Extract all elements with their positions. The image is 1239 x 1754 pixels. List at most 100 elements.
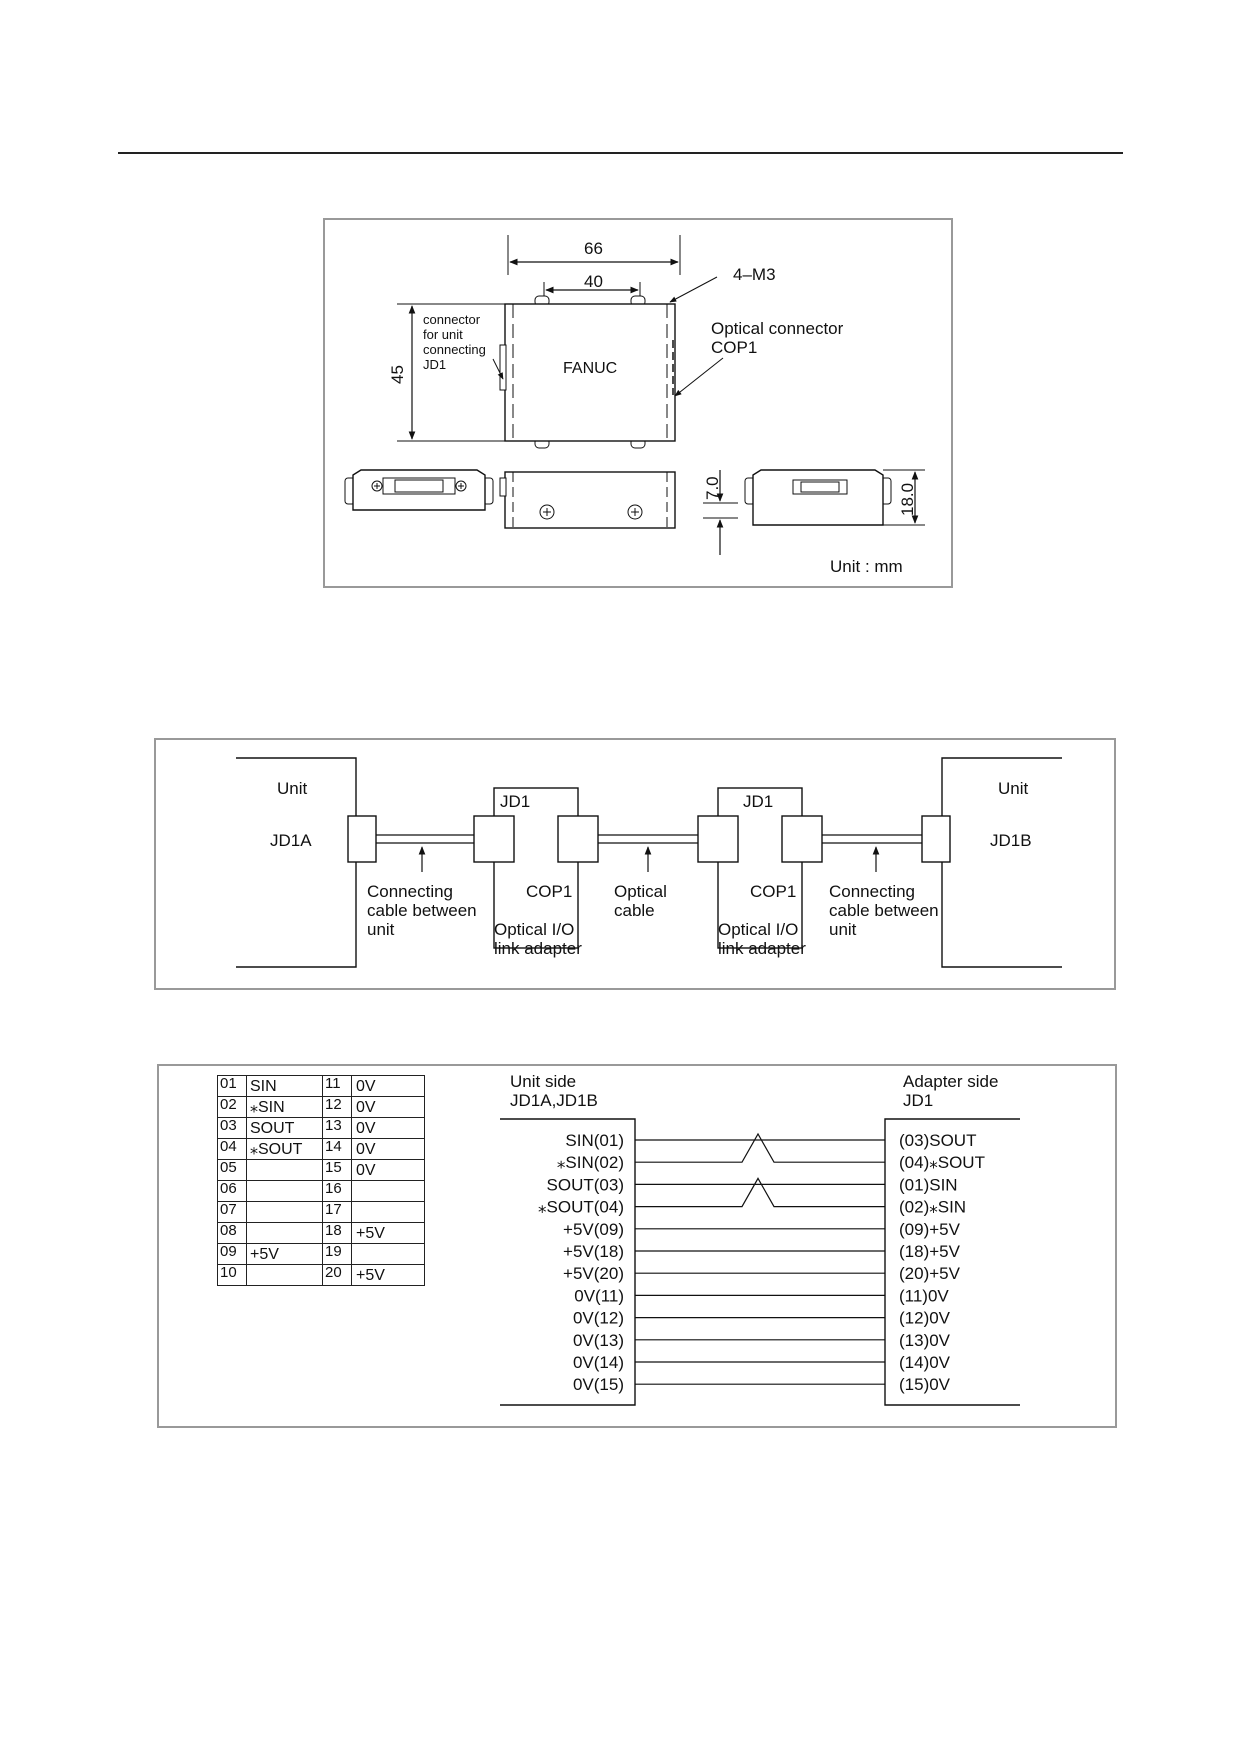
left-adapter-cop1: COP1 — [526, 882, 572, 901]
pin-number-b: 13 — [322, 1117, 352, 1139]
adapter-left-end-view — [344, 469, 494, 511]
left-cable-label-3: unit — [367, 920, 395, 939]
connector-note-line-2: for unit — [423, 327, 463, 342]
optical-connector-label-2: COP1 — [711, 338, 757, 357]
pin-signal-a: ⁎SOUT — [246, 1138, 323, 1160]
optical-connector-label-1: Optical connector — [711, 319, 844, 338]
connector-note-line-3: connecting — [423, 342, 486, 357]
left-unit-label: Unit — [277, 779, 308, 798]
pin-signal-b: 0V — [351, 1075, 425, 1097]
connector-note-line-1: connector — [423, 312, 481, 327]
dim-40-label: 40 — [584, 272, 603, 291]
adapter-right-end-view — [744, 469, 892, 526]
pin-number-b: 11 — [322, 1075, 352, 1097]
pin-number-a: 10 — [217, 1264, 247, 1286]
brand-label: FANUC — [563, 360, 617, 377]
pin-signal-b — [351, 1180, 425, 1202]
pin-signal-b: 0V — [351, 1159, 425, 1181]
pin-signal-a — [246, 1159, 323, 1181]
pin-signal-a: SIN — [246, 1075, 323, 1097]
dim-7-label: 7.0 — [703, 476, 722, 500]
connector-note-line-4: JD1 — [423, 357, 446, 372]
pin-table-row: 07 17 — [217, 1201, 425, 1223]
pin-table-row: 10 20+5V — [217, 1264, 425, 1286]
left-adapter-label-2: link adapter — [494, 939, 582, 958]
optical-cable-label-1: Optical — [614, 882, 667, 901]
right-optical-adapter: JD1 COP1 Optical I/O link adapter — [697, 787, 823, 958]
pin-number-a: 06 — [217, 1180, 247, 1202]
left-connector-label: JD1A — [270, 831, 312, 850]
left-adapter-jd1: JD1 — [500, 792, 530, 811]
pin-signal-b — [351, 1201, 425, 1223]
right-adapter-label-1: Optical I/O — [718, 920, 798, 939]
pin-number-b: 17 — [322, 1201, 352, 1223]
dimension-7: 7.0 — [703, 470, 738, 555]
connection-diagram-svg: Unit JD1A Connecting cable between unit … — [236, 757, 1062, 968]
pin-signal-b: +5V — [351, 1222, 425, 1244]
pin-signal-a — [246, 1180, 323, 1202]
pin-number-a: 03 — [217, 1117, 247, 1139]
pin-number-b: 16 — [322, 1180, 352, 1202]
pin-signal-b: 0V — [351, 1096, 425, 1118]
pin-signal-a: ⁎SIN — [246, 1096, 323, 1118]
right-cable-label-1: Connecting — [829, 882, 915, 901]
adapter-top-view: FANUC — [499, 295, 676, 449]
outline-drawing-svg: 66 40 4–M3 FANUC 4 — [344, 235, 925, 576]
connection-diagram-figure: Unit JD1A Connecting cable between unit … — [154, 738, 1116, 990]
pin-signal-b: 0V — [351, 1138, 425, 1160]
pin-number-b: 19 — [322, 1243, 352, 1265]
pin-signal-a: +5V — [246, 1243, 323, 1265]
pin-number-a: 09 — [217, 1243, 247, 1265]
pin-number-b: 18 — [322, 1222, 352, 1244]
pin-signal-a: SOUT — [246, 1117, 323, 1139]
pin-number-b: 12 — [322, 1096, 352, 1118]
right-cable-label-2: cable between — [829, 901, 939, 920]
dimension-45: 45 — [388, 303, 505, 442]
right-cable-label-3: unit — [829, 920, 857, 939]
pin-table-row: 06 16 — [217, 1180, 425, 1202]
pin-number-a: 01 — [217, 1075, 247, 1097]
pin-number-a: 05 — [217, 1159, 247, 1181]
pin-number-a: 04 — [217, 1138, 247, 1160]
right-adapter-cop1: COP1 — [750, 882, 796, 901]
adapter-bottom-view — [499, 471, 676, 529]
pin-signal-b — [351, 1243, 425, 1265]
left-cable-label-2: cable between — [367, 901, 477, 920]
header-rule — [118, 152, 1123, 154]
pin-number-b: 15 — [322, 1159, 352, 1181]
right-connector-label: JD1B — [990, 831, 1032, 850]
pin-number-b: 20 — [322, 1264, 352, 1286]
dim-18-label: 18.0 — [898, 483, 917, 516]
pin-signal-b: +5V — [351, 1264, 425, 1286]
optical-cable-label-2: cable — [614, 901, 655, 920]
screw-label: 4–M3 — [733, 265, 776, 284]
right-unit: Unit JD1B — [921, 757, 1062, 968]
dimension-40: 40 — [543, 272, 641, 298]
pin-number-b: 14 — [322, 1138, 352, 1160]
dimension-18: 18.0 — [883, 469, 925, 526]
dimension-66: 66 — [507, 235, 681, 275]
left-optical-adapter: JD1 COP1 Optical I/O link adapter — [473, 787, 599, 958]
left-cable-label-1: Connecting — [367, 882, 453, 901]
pin-signal-b: 0V — [351, 1117, 425, 1139]
pin-number-a: 07 — [217, 1201, 247, 1223]
pin-signal-a — [246, 1222, 323, 1244]
left-unit: Unit JD1A — [236, 757, 377, 968]
pin-signal-a — [246, 1201, 323, 1223]
unit-label: Unit : mm — [830, 557, 903, 576]
dim-66-label: 66 — [584, 239, 603, 258]
pin-table-row: 08 18+5V — [217, 1222, 425, 1244]
left-adapter-label-1: Optical I/O — [494, 920, 574, 939]
pin-number-a: 08 — [217, 1222, 247, 1244]
right-adapter-jd1: JD1 — [743, 792, 773, 811]
right-adapter-label-2: link adapter — [718, 939, 806, 958]
dim-45-label: 45 — [388, 365, 407, 384]
pin-number-a: 02 — [217, 1096, 247, 1118]
